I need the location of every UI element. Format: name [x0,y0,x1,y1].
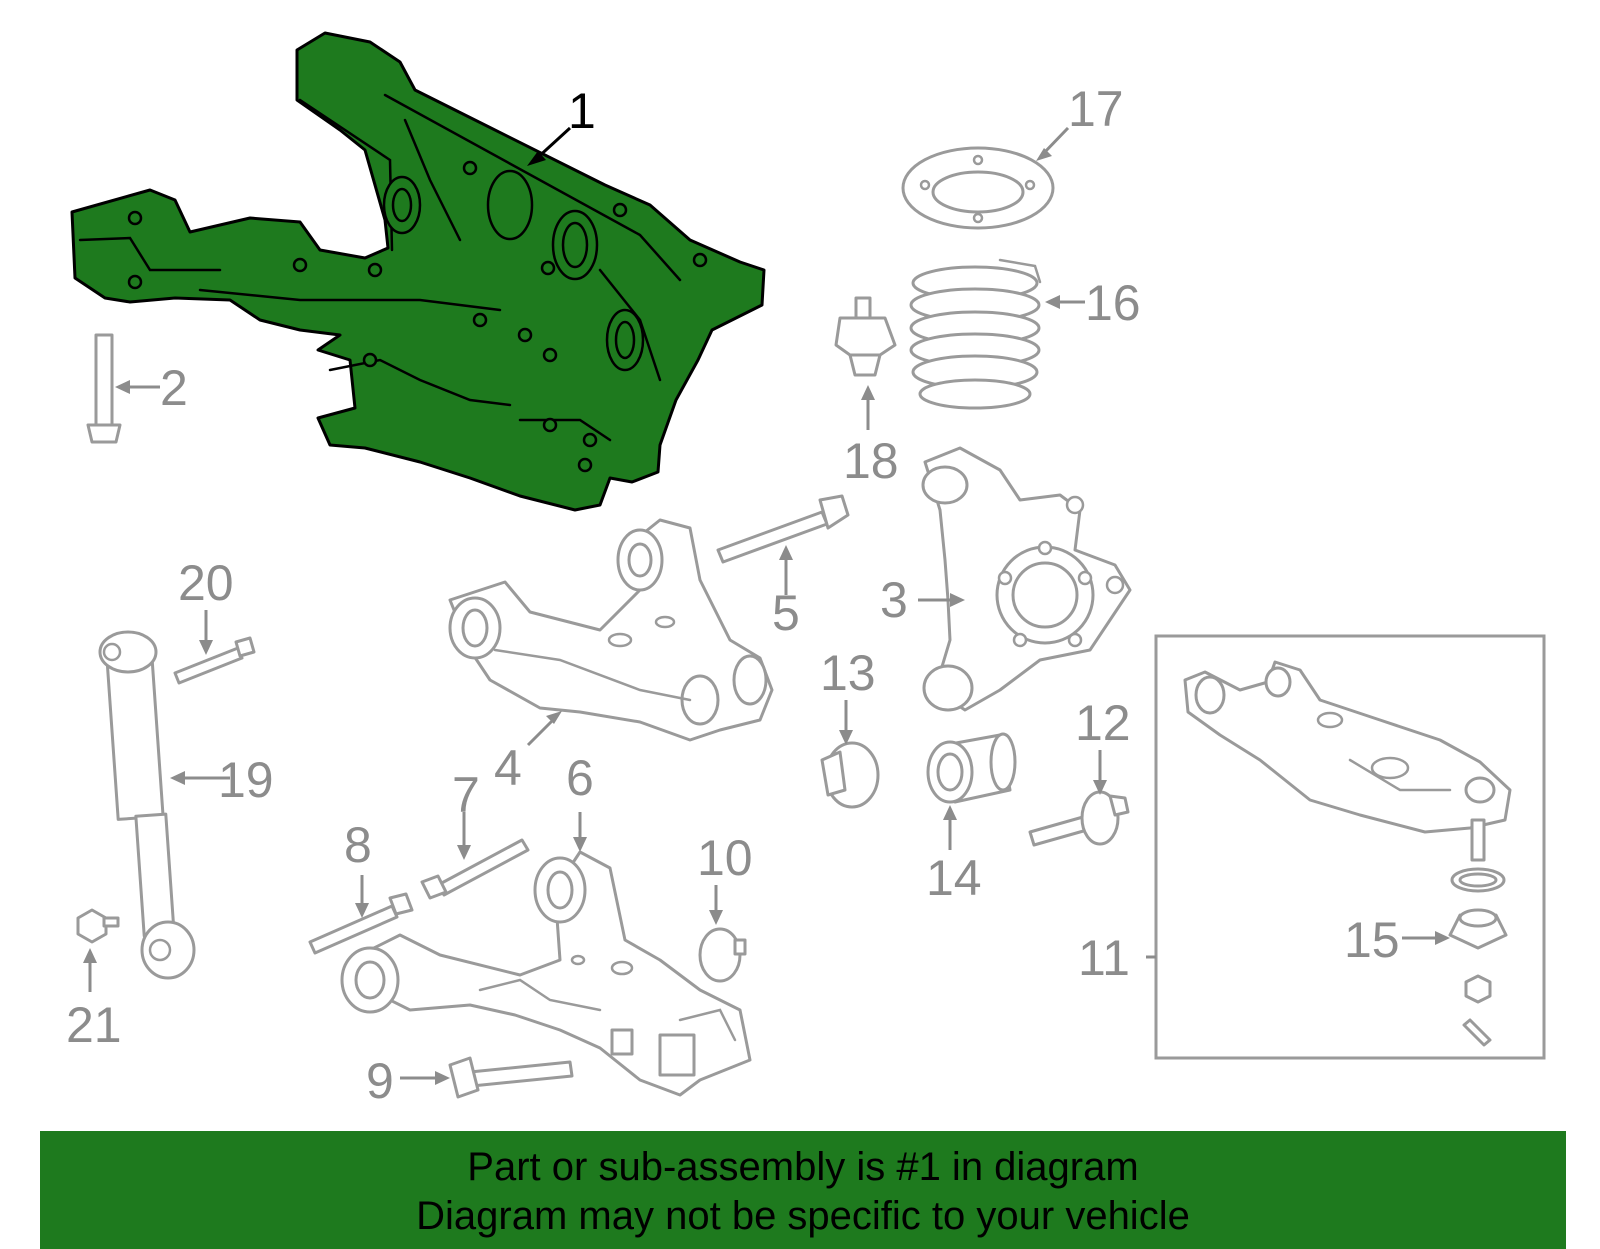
assembly-box-part-11 [1154,634,1546,1060]
callout-14: 14 [926,850,982,906]
banner-line-2: Diagram may not be specific to your vehi… [416,1194,1190,1238]
callout-9: 9 [366,1053,394,1109]
bolt-part-21[interactable] [76,908,120,944]
shock-absorber-part-19[interactable] [98,630,196,980]
bushing-part-14[interactable] [926,732,1017,804]
cam-bolt-part-12[interactable] [1028,790,1130,847]
callout-10: 10 [697,830,753,886]
callout-12: 12 [1075,695,1131,751]
callout-18: 18 [843,433,899,489]
bushing-part-13[interactable] [820,741,880,809]
bolt-part-2[interactable] [86,333,122,444]
callout-1: 1 [568,83,596,139]
knuckle-part-3[interactable] [921,446,1132,712]
callout-15: 15 [1344,912,1400,968]
callout-5: 5 [772,585,800,641]
coil-spring-part-16[interactable] [909,258,1042,410]
callout-6: 6 [566,750,594,806]
callout-16: 16 [1085,275,1141,331]
bolt-part-8[interactable] [308,892,414,955]
callout-4: 4 [494,740,522,796]
bump-stop-part-18[interactable] [834,296,897,377]
lower-arm-assembly-part-11[interactable] [1183,660,1512,862]
bolt-part-9[interactable] [448,1056,574,1099]
callout-17: 17 [1068,81,1124,137]
callout-2: 2 [160,360,188,416]
banner-line-1: Part or sub-assembly is #1 in diagram [467,1145,1139,1189]
callout-13: 13 [820,645,876,701]
spring-seat-part-17[interactable] [901,146,1055,230]
callout-21: 21 [66,997,122,1053]
callout-7: 7 [452,767,480,823]
bolt-part-5[interactable] [716,494,850,564]
ball-joint-part-15[interactable] [1448,867,1508,1047]
callout-3: 3 [880,572,908,628]
callout-20: 20 [178,555,234,611]
lower-control-arm-part-6[interactable] [340,850,752,1097]
nut-part-10[interactable] [698,927,747,983]
callout-19: 19 [218,752,274,808]
bolt-part-7[interactable] [420,838,530,900]
callout-8: 8 [344,817,372,873]
info-banner: Part or sub-assembly is #1 in diagram Di… [40,1131,1566,1249]
upper-control-arm-part-4[interactable] [448,518,774,742]
bolt-part-20[interactable] [173,636,256,685]
callout-11: 11 [1078,930,1130,986]
crossmember-part-1[interactable] [70,31,766,512]
